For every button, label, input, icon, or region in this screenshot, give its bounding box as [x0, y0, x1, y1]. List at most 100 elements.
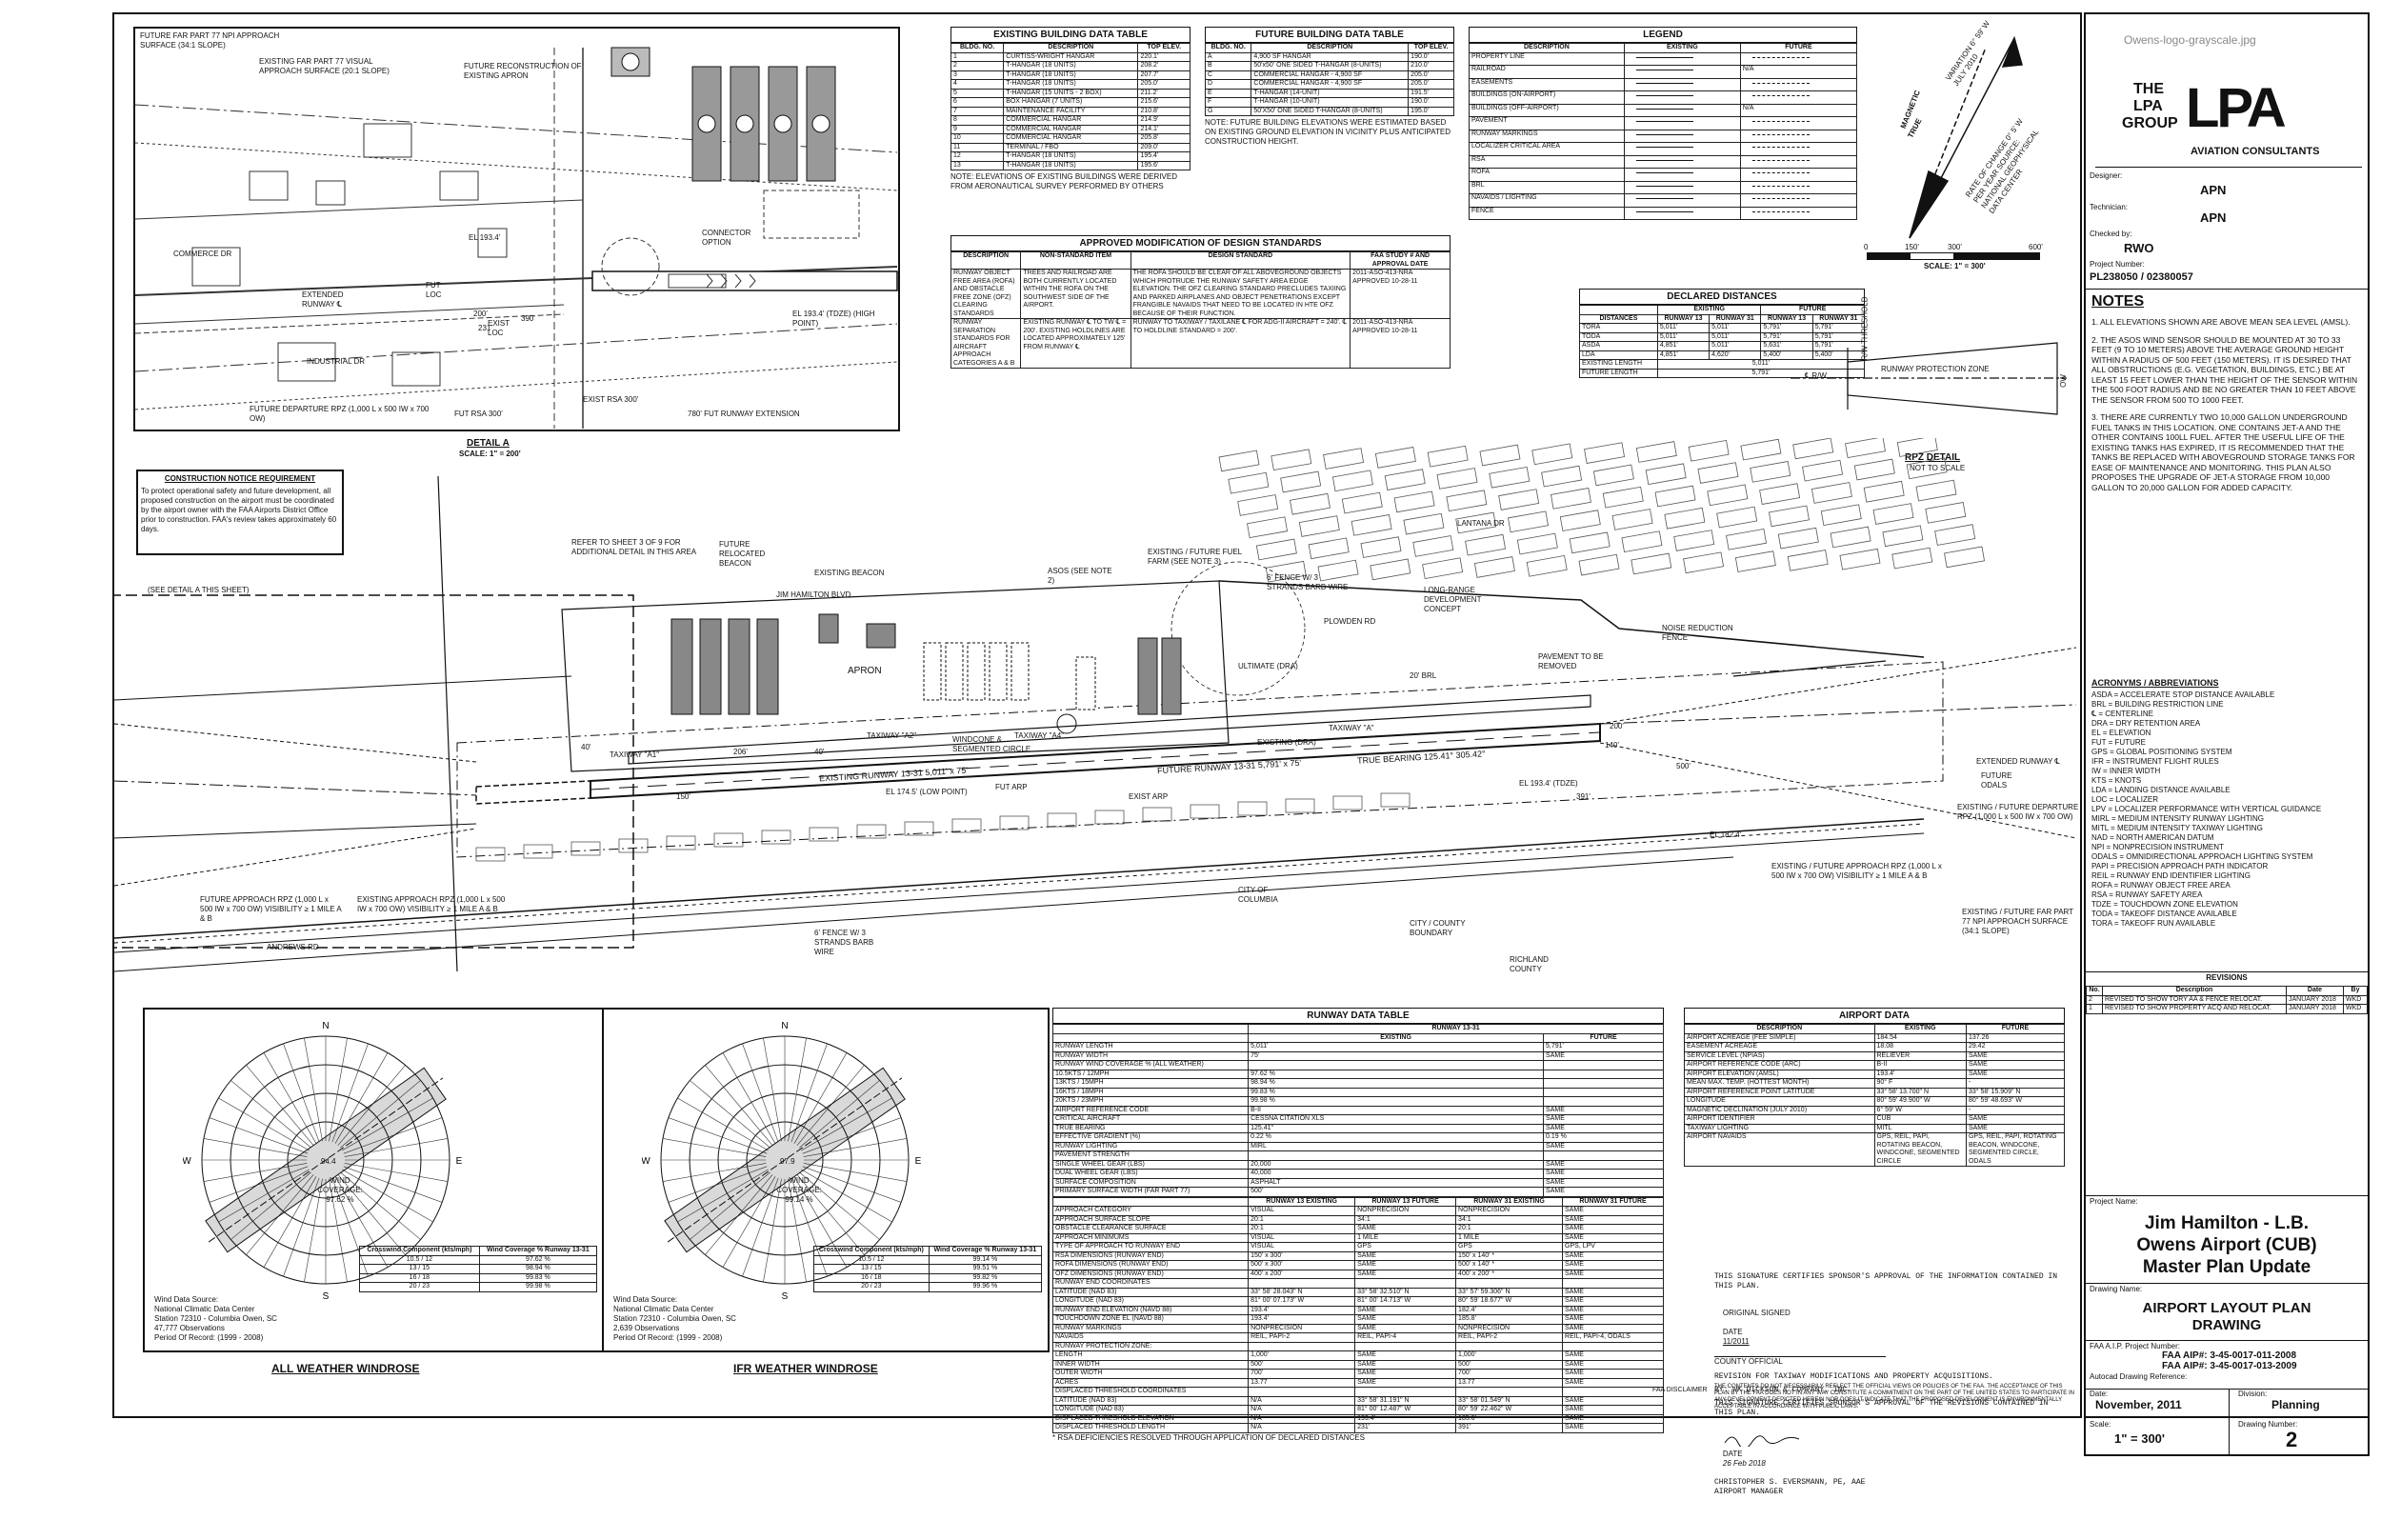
table-cell [1562, 1341, 1664, 1351]
table-cell: T-HANGAR (18 UNITS) [1003, 160, 1139, 170]
table-cell: NONPRECISION [1455, 1206, 1564, 1216]
table-cell: SAME [1543, 1141, 1664, 1151]
acronym-item: MITL = MEDIUM INTENSITY TAXIWAY LIGHTING [2091, 824, 2263, 832]
table-cell: 400' x 200' * [1455, 1269, 1564, 1279]
legend-symbol-icon [1635, 198, 1693, 199]
table-cell: 20 / 23 [359, 1282, 480, 1292]
table-cell: 5,011' [1709, 323, 1762, 333]
table-cell: 4,851' [1656, 341, 1711, 351]
table-cell: VISUAL [1248, 1242, 1356, 1252]
table-cell: SAME [1562, 1323, 1664, 1333]
plan-richland: RICHLAND COUNTY [1510, 955, 1551, 973]
table-cell: SAME [1543, 1123, 1664, 1133]
table-cell: 220.1' [1137, 51, 1190, 62]
table-cell: N/A [1739, 103, 1858, 117]
modification-row: RUNWAY OBJECT FREE AREA (ROFA) AND OBSTA… [950, 269, 1451, 319]
detail-a-label-11: 780' FUT RUNWAY EXTENSION [688, 410, 800, 418]
table-cell: 4,620' [1709, 350, 1762, 360]
table-cell: MAINTENANCE FACILITY [1003, 106, 1139, 116]
future-building-title: FUTURE BUILDING DATA TABLE [1205, 27, 1454, 43]
table-cell: 98.94 % [1248, 1078, 1545, 1089]
windrose-col-2: Wind Coverage % Runway 13-31 [478, 1246, 598, 1256]
table-cell [1354, 1278, 1457, 1289]
table-cell: BRL [1469, 180, 1625, 194]
table-cell: DUAL WHEEL GEAR (LBS) [1051, 1169, 1250, 1179]
plan-refer-note: REFER TO SHEET 3 OF 9 FOR ADDITIONAL DET… [571, 538, 697, 556]
plan-exist-arp: EXIST ARP [1129, 792, 1169, 801]
table-cell: 99.51 % [928, 1264, 1043, 1274]
table-cell: RUNWAY PROTECTION ZONE: [1051, 1341, 1250, 1351]
acronym-item: MIRL = MEDIUM INTENSITY RUNWAY LIGHTING [2091, 814, 2264, 823]
windrose-source: Wind Data Source: National Climatic Data… [613, 1295, 736, 1342]
sig-date-2: 26 Feb 2018 [1722, 1459, 1766, 1468]
plan-dim-40a: 40' [581, 743, 591, 751]
plan-taxiway-a: TAXIWAY "A" [1329, 724, 1374, 732]
table-cell: 40,000 [1248, 1169, 1545, 1179]
table-cell: 33° 58' 13.700" N [1873, 1087, 1967, 1097]
windrose-table: Crosswind Component (kts/mph)Wind Covera… [813, 1246, 1043, 1292]
table-cell: 1 [2086, 1004, 2103, 1014]
plan-far77: EXISTING / FUTURE FAR PART 77 NPI APPROA… [1962, 908, 2076, 935]
table-cell: SAME [1354, 1369, 1457, 1379]
drawing-number-label: Drawing Number: [2238, 1420, 2298, 1429]
title-block: Owens-logo-grayscale.jpg THE LPA GROUP L… [2084, 12, 2370, 1420]
project-value: PL238050 / 02380057 [2090, 271, 2193, 283]
table-cell: 5 [950, 88, 1005, 98]
plan-city: CITY OF COLUMBIA [1238, 886, 1278, 904]
construction-notice-text: To protect operational safety and future… [141, 487, 339, 533]
table-cell: 9 [950, 124, 1005, 134]
table-cell: SAME [1965, 1114, 2066, 1125]
table-cell: SAME [1543, 1105, 1664, 1115]
table-cell [1248, 1150, 1545, 1161]
table-cell: SAME [1562, 1377, 1664, 1388]
col-header: RUNWAY 31 [1709, 313, 1762, 324]
existing-length-label: EXISTING LENGTH [1579, 359, 1658, 370]
rpz-side2: OW [2058, 374, 2068, 388]
table-cell: F [1204, 97, 1252, 108]
table-cell [1543, 1060, 1664, 1070]
table-cell: 97.62 % [1248, 1069, 1545, 1079]
table-cell: 13 [950, 160, 1005, 170]
table-cell: 2011-ASO-413-NRA APPROVED 10-28-11 [1350, 269, 1451, 319]
table-cell: MITL [1873, 1123, 1967, 1133]
table-cell: RUNWAY SEPARATION STANDARDS FOR AIRCRAFT… [950, 318, 1022, 369]
scale-strip-value: 1" = 300' [2114, 1431, 2165, 1446]
table-cell [1739, 77, 1858, 91]
note-item: 2. THE ASOS WIND SENSOR SHOULD BE MOUNTE… [2091, 334, 2358, 405]
detail-a-label-6: FUT LOC [426, 281, 443, 299]
table-cell: 205.0' [1408, 79, 1454, 90]
plan-low-point: EL 174.5' (LOW POINT) [886, 788, 968, 796]
table-cell: 75' [1248, 1050, 1545, 1061]
table-cell: 98.94 % [478, 1264, 598, 1274]
table-cell [1739, 206, 1858, 220]
airport-data-title: AIRPORT DATA [1684, 1008, 2065, 1024]
detail-a-label-17: 231' [478, 324, 492, 332]
sig-manager: CHRISTOPHER S. EVERSMANN, PE, AAE [1714, 1478, 1866, 1487]
table-cell [1623, 142, 1741, 156]
table-cell: SAME [1543, 1114, 1664, 1125]
table-cell: 33° 58' 15.909" N [1965, 1087, 2066, 1097]
table-cell: SAME [1562, 1350, 1664, 1361]
table-cell: 99.96 % [928, 1282, 1043, 1292]
table-cell: TORA [1579, 323, 1658, 333]
compass-label: E [915, 1156, 922, 1167]
windrose-col-2: Wind Coverage % Runway 13-31 [928, 1246, 1043, 1256]
legend-symbol-icon [1751, 210, 1810, 212]
table-cell: RSA [1469, 154, 1625, 169]
future-length-label: FUTURE LENGTH [1579, 368, 1658, 378]
table-cell [1623, 129, 1741, 143]
detail-a-label-8: EL 193.4' (TDZE) (HIGH POINT) [792, 310, 877, 328]
acronym-item: TORA = TAKEOFF RUN AVAILABLE [2091, 919, 2216, 928]
table-cell: 5,791' [1543, 1042, 1664, 1052]
group-header: EXISTING [1656, 305, 1762, 315]
rpz-subtitle: NOT TO SCALE [1910, 464, 1966, 472]
table-cell: RUNWAY LENGTH [1051, 1042, 1250, 1052]
acronym-item: RSA = RUNWAY SAFETY AREA [2091, 890, 2203, 899]
